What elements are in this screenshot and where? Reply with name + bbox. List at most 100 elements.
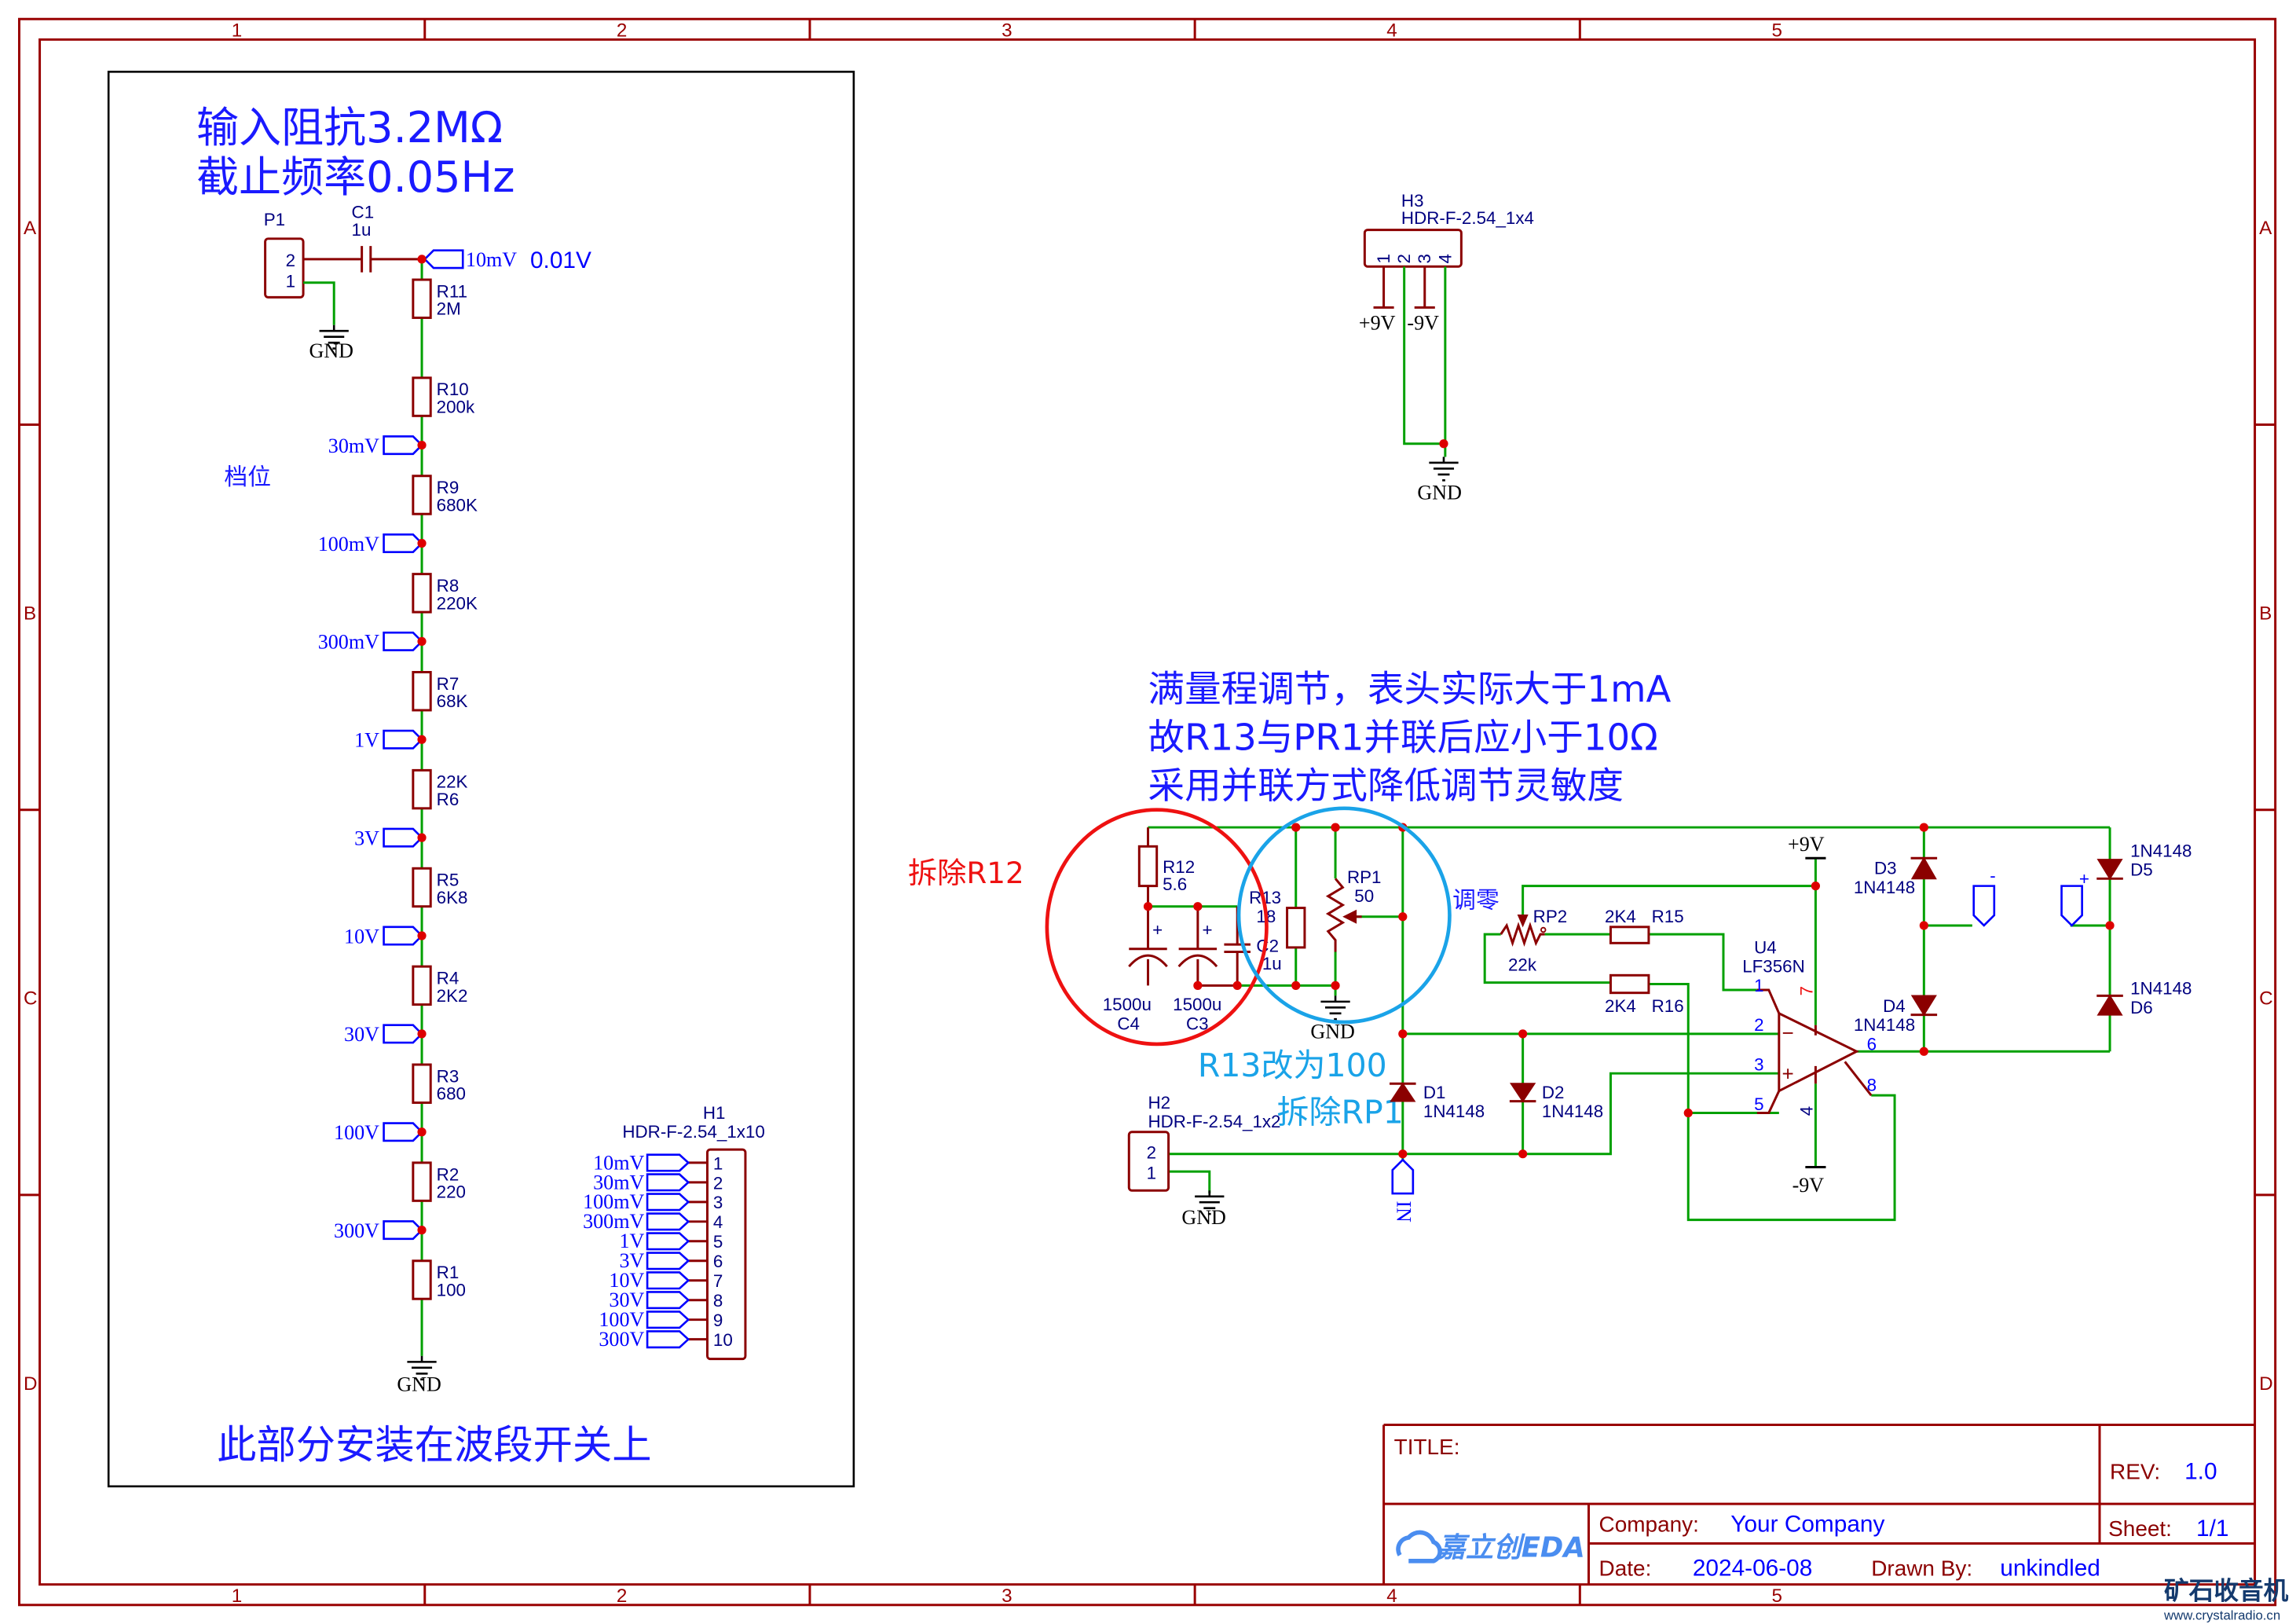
circuit-wires	[1147, 826, 2111, 1222]
svg-text:2K4: 2K4	[1605, 907, 1636, 926]
pin-number: 9	[713, 1311, 723, 1330]
net-flag	[646, 1212, 690, 1231]
svg-text:HDR-F-2.54_1x4: HDR-F-2.54_1x4	[1401, 208, 1534, 228]
svg-text:1/1: 1/1	[2196, 1516, 2228, 1542]
net-flag	[383, 533, 423, 553]
net-flag	[646, 1291, 690, 1310]
svg-text:H3: H3	[1401, 191, 1424, 211]
d3-value: 1N4148	[1854, 878, 1915, 897]
ground-icon	[1195, 1190, 1225, 1215]
resistor-r16: 2K4 R16	[1605, 973, 1684, 1016]
column-label: 4	[1386, 20, 1397, 42]
resistor-ref: R4	[437, 969, 460, 988]
resistor-ref: R2	[437, 1164, 460, 1184]
net-flag	[383, 827, 423, 848]
svg-text:7: 7	[1797, 986, 1817, 995]
diode-d1	[1390, 1082, 1416, 1102]
net-flag	[646, 1271, 690, 1290]
resistor-body	[412, 278, 432, 319]
net-label: 100V	[599, 1308, 644, 1331]
resistor-ref: R10	[437, 379, 469, 399]
resistor-value: 680K	[437, 495, 478, 515]
resistor-body	[412, 573, 432, 614]
switch-note: 此部分安装在波段开关上	[217, 1421, 651, 1468]
full-scale-note-2: 故R13与PR1并联后应小于10Ω	[1148, 716, 1658, 758]
pin-number: 1	[713, 1153, 723, 1173]
svg-text:2K4: 2K4	[1605, 996, 1636, 1016]
net-flag	[646, 1173, 690, 1192]
ground-symbol	[1195, 1190, 1225, 1215]
resistor-value: 200k	[437, 398, 475, 417]
resistor-value: 680	[437, 1084, 466, 1104]
connector-h1: H1 HDR-F-2.54_1x10 110mV230mV3100mV4300m…	[583, 1103, 765, 1361]
svg-text:+: +	[1152, 920, 1163, 940]
remove-r12-circle	[1045, 808, 1269, 1047]
row-label: D	[2259, 1373, 2273, 1395]
d4-value: 1N4148	[1854, 1015, 1915, 1035]
svg-text:+: +	[1202, 920, 1212, 940]
svg-text:2: 2	[1754, 1015, 1763, 1035]
power-bar	[1805, 856, 1826, 1168]
pin-number: 7	[713, 1271, 723, 1291]
gnd-label: GND	[1310, 1020, 1355, 1043]
svg-text:Your Company: Your Company	[1730, 1512, 1884, 1538]
resistor-body	[412, 768, 432, 810]
diodes	[1390, 856, 2123, 1103]
svg-text:2: 2	[1394, 254, 1414, 263]
net-label: 1V	[354, 729, 379, 752]
ground-icon	[1429, 456, 1459, 482]
svg-text:unkindled: unkindled	[2000, 1555, 2100, 1581]
resistor-ref: R1	[437, 1263, 460, 1282]
svg-text:−: −	[1782, 1021, 1794, 1044]
net-flag	[383, 926, 423, 946]
resistor-value: 2K2	[437, 986, 468, 1006]
svg-text:2: 2	[286, 251, 295, 270]
svg-text:Sheet:: Sheet:	[2108, 1516, 2172, 1541]
svg-text:R16: R16	[1652, 996, 1684, 1016]
net-label: 30V	[344, 1023, 379, 1046]
net-label: 300mV	[318, 631, 379, 654]
sheet-frame	[17, 17, 2277, 1607]
d1-ref: D1	[1423, 1083, 1446, 1102]
pin-number: 8	[713, 1291, 723, 1311]
svg-text:1: 1	[286, 271, 295, 291]
svg-text:LF356N: LF356N	[1742, 957, 1805, 977]
resistor-ref: R11	[437, 281, 467, 301]
r13-change-note: R13改为100	[1198, 1047, 1387, 1084]
net-flag	[646, 1330, 690, 1349]
column-label: 2	[617, 20, 627, 42]
svg-text:+: +	[1782, 1062, 1794, 1086]
pin-number: 5	[713, 1232, 723, 1252]
c1-value: 1u	[352, 220, 372, 240]
resistor-ref: R9	[437, 478, 460, 497]
svg-text:22k: 22k	[1508, 955, 1537, 975]
net-label-10mv: 10mV	[466, 248, 517, 271]
net-label: 10mV	[593, 1151, 644, 1174]
d5-ref: D5	[2130, 860, 2153, 880]
resistor-body	[412, 376, 432, 417]
d3-ref: D3	[1874, 859, 1897, 878]
resistor-body	[412, 671, 432, 712]
connector-p1: P1 2 1	[264, 210, 423, 325]
eda-logo: 嘉立创EDA	[1396, 1530, 1585, 1564]
resistor-ladder: R112MR10200kR9680KR8220KR768K22KR6R56K8R…	[318, 255, 478, 1381]
resistor-value: 2M	[437, 299, 461, 319]
resistor-body	[412, 867, 432, 908]
column-label: 1	[232, 1586, 242, 1607]
svg-text:Company:: Company:	[1599, 1512, 1699, 1537]
row-label: B	[24, 603, 36, 624]
resistor-value: 68K	[437, 691, 468, 711]
resistor-body	[412, 1161, 432, 1202]
row-label: A	[24, 218, 37, 239]
diode-d2	[1509, 1083, 1536, 1103]
svg-text:8: 8	[1867, 1076, 1877, 1095]
d2-ref: D2	[1542, 1083, 1565, 1102]
svg-text:1: 1	[1147, 1163, 1156, 1182]
svg-text:REV:: REV:	[2110, 1459, 2160, 1483]
column-label: 2	[617, 1586, 627, 1607]
resistor-body	[412, 475, 432, 515]
svg-text:H2: H2	[1148, 1093, 1171, 1113]
net-flag-10mv	[423, 249, 464, 269]
